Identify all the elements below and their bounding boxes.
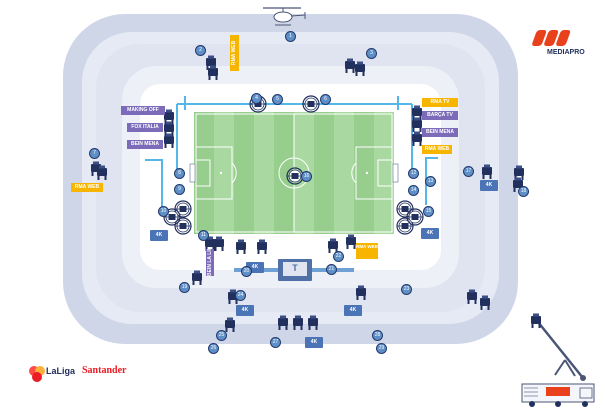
camera-position-badge: 24 xyxy=(235,290,246,301)
camera-position-badge: 3 xyxy=(366,48,377,59)
camera-position-badge: 1 xyxy=(285,31,296,42)
players-tunnel xyxy=(278,259,312,281)
rma-web-bottom-tag: RMA WEB xyxy=(356,243,378,259)
camera-position-badge: 12 xyxy=(408,168,419,179)
cable-runs xyxy=(145,96,438,210)
mediapro-logo-text: MEDIAPRO xyxy=(547,49,585,56)
fourk-box: 4K xyxy=(236,305,254,316)
crane-camera-icon xyxy=(531,313,586,381)
tunnel-mark: T xyxy=(292,263,298,273)
helicopter-icon xyxy=(263,7,306,26)
bein-la-liga-tag: BEIN LA LIGA xyxy=(206,249,214,276)
fox-italia-tag: FOX ITALIA xyxy=(127,123,163,132)
camera-position-badge: 26 xyxy=(208,343,219,354)
camera-position-badge: 5 xyxy=(272,94,283,105)
camera-position-badge: 2 xyxy=(195,45,206,56)
camera-position-badge: 13 xyxy=(425,176,436,187)
fourk-box: 4K xyxy=(421,228,439,239)
camera-position-badge: 27 xyxy=(270,337,281,348)
camera-position-badge: 19 xyxy=(179,282,190,293)
fourk-box: 4K xyxy=(344,305,362,316)
camera-position-badge: 15 xyxy=(423,206,434,217)
camera-position-badge: 14 xyxy=(408,185,419,196)
camera-position-badge: 8 xyxy=(174,168,185,179)
camera-position-badge: 6 xyxy=(320,94,331,105)
rma-tv-tag: RMA TV xyxy=(422,98,458,107)
bein-mena-left-tag: BEIN MENA xyxy=(127,140,163,149)
camera-position-badge: 9 xyxy=(174,184,185,195)
rma-web-right-tag: RMA WEB xyxy=(422,145,452,154)
bein-mena-right-tag: BEIN MENA xyxy=(422,128,458,137)
ob-truck-icon xyxy=(521,383,595,407)
rma-web-top-tag: RMA WEB xyxy=(230,35,239,71)
camera-position-badge: 23 xyxy=(401,284,412,295)
camera-position-badge: 7 xyxy=(89,148,100,159)
santander-logo-text: Santander xyxy=(82,365,127,376)
making-off-tag: MAKING OFF xyxy=(121,106,165,115)
camera-position-badge: 29 xyxy=(376,343,387,354)
laliga-logo-mark xyxy=(29,366,45,382)
camera-position-badge: 20 xyxy=(241,266,252,277)
camera-position-badge: 11 xyxy=(198,230,209,241)
fourk-box: 4K xyxy=(150,230,168,241)
fourk-box: 4K xyxy=(246,262,264,273)
laliga-logo-text: LaLiga xyxy=(46,366,76,376)
camera-position-badge: 10 xyxy=(158,206,169,217)
barca-tv-tag: BARÇA TV xyxy=(422,111,458,120)
camera-position-badge: 22 xyxy=(333,251,344,262)
camera-position-badge: 21 xyxy=(326,264,337,275)
camera-position-badge: 17 xyxy=(463,166,474,177)
camera-position-badge: 18 xyxy=(518,186,529,197)
camera-position-badge: 28 xyxy=(372,330,383,341)
camera-position-badge: 16 xyxy=(301,171,312,182)
rma-web-left-tag: RMA WEB xyxy=(71,183,103,192)
camera-position-badge: 25 xyxy=(216,330,227,341)
fourk-box: 4K xyxy=(480,180,498,191)
mediapro-logo-mark xyxy=(532,30,571,46)
camera-position-badge: 4 xyxy=(251,93,262,104)
fourk-box: 4K xyxy=(305,337,323,348)
